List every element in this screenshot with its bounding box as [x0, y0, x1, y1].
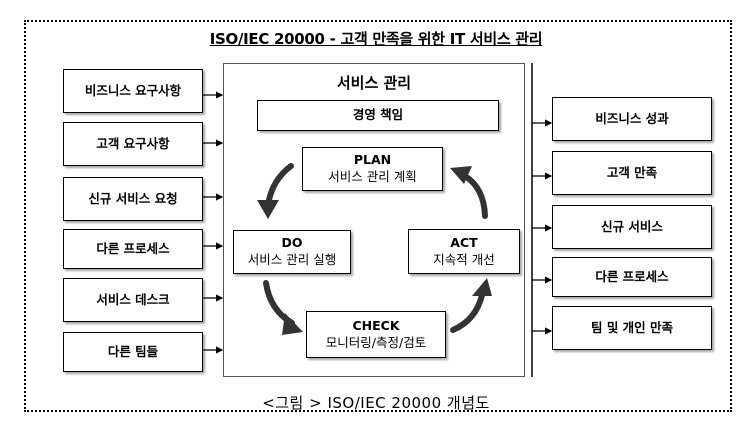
check-to-act-arrowhead	[472, 278, 492, 296]
check-head: CHECK	[352, 317, 400, 333]
input-label: 다른 프로세스	[96, 240, 170, 256]
check-sub: 모니터링/측정/검토	[325, 334, 427, 350]
input-box-other-processes: 다른 프로세스	[63, 229, 203, 269]
input-box-other-teams: 다른 팀들	[63, 332, 203, 372]
output-label: 비즈니스 성과	[595, 110, 669, 126]
do-head: DO	[281, 235, 303, 251]
check-to-act-arrow	[450, 292, 485, 333]
input-label: 서비스 데스크	[96, 291, 170, 307]
input-box-new-service-request: 신규 서비스 요청	[63, 177, 203, 221]
output-box-business-results: 비즈니스 성과	[552, 97, 712, 141]
output-label: 다른 프로세스	[595, 268, 669, 284]
act-sub: 지속적 개선	[433, 251, 495, 267]
output-box-new-services: 신규 서비스	[552, 205, 712, 249]
plan-head: PLAN	[353, 152, 392, 168]
act-to-plan-arrowhead	[450, 166, 472, 184]
do-sub: 서비스 관리 실행	[247, 252, 337, 267]
figure-caption: <그림 > ISO/IEC 20000 개념도	[262, 394, 490, 412]
service-management-title: 서비스 관리	[336, 74, 412, 92]
output-label: 고객 만족	[606, 164, 658, 180]
input-label: 다른 팀들	[107, 343, 159, 359]
act-head: ACT	[450, 234, 478, 250]
output-box-other-processes: 다른 프로세스	[552, 257, 712, 297]
plan-sub: 서비스 관리 계획	[328, 169, 417, 184]
act-to-plan-arrow	[462, 173, 488, 219]
input-label: 비즈니스 요구사항	[84, 82, 182, 98]
do-to-check-arrowhead	[282, 313, 303, 335]
output-label: 신규 서비스	[601, 218, 663, 234]
figure-frame	[24, 20, 732, 412]
diagram-title: ISO/IEC 20000 - 고객 만족을 위한 IT 서비스 관리	[209, 30, 543, 48]
output-box-customer-satisfaction: 고객 만족	[552, 151, 712, 195]
output-label: 팀 및 개인 만족	[590, 319, 674, 335]
management-label: 경영 책임	[352, 107, 404, 123]
management-responsibility-box: 경영 책임	[257, 100, 499, 131]
plan-to-do-arrowhead	[257, 200, 279, 219]
input-box-business-requirements: 비즈니스 요구사항	[63, 69, 203, 113]
plan-to-do-arrow	[265, 163, 294, 208]
input-label: 고객 요구사항	[96, 135, 170, 151]
input-box-customer-requirements: 고객 요구사항	[63, 122, 203, 166]
input-label: 신규 서비스 요청	[88, 190, 178, 206]
output-box-team-individual-satisfaction: 팀 및 개인 만족	[552, 306, 712, 350]
input-box-service-desk: 서비스 데스크	[63, 278, 203, 322]
